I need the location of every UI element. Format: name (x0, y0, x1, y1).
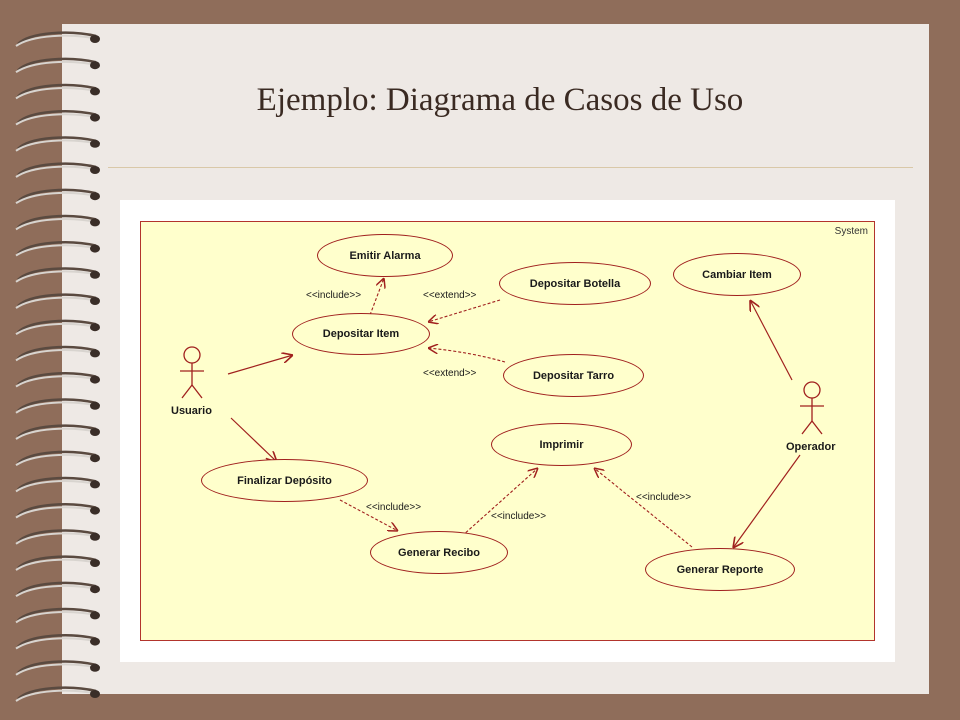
spiral-ring (15, 83, 100, 100)
use-case-finalizar-deposito: Finalizar Depósito (201, 459, 368, 502)
spiral-ring (15, 660, 100, 676)
spiral-ring (15, 503, 100, 519)
spiral-ring (15, 136, 100, 152)
actor-usuario-figure (180, 346, 204, 399)
use-case-label: Depositar Botella (529, 277, 621, 290)
spiral-ring (15, 450, 100, 467)
spiral-ring (15, 214, 100, 231)
spiral-ring (15, 293, 100, 309)
label-include-recibo: <<include>> (366, 502, 422, 513)
include-line-alarma (369, 278, 384, 316)
spiral-ring (15, 398, 100, 414)
spiral-ring (15, 162, 100, 178)
label-include-imprimir-reporte: <<include>> (636, 492, 692, 503)
assoc-operador-generar-reporte (733, 454, 801, 548)
spiral-ring (15, 345, 100, 362)
assoc-usuario-finalizar-deposito (230, 417, 277, 462)
use-case-imprimir: Imprimir (491, 423, 632, 466)
label-extend-botella: <<extend>> (423, 290, 477, 301)
extend-line-botella (428, 299, 501, 322)
assoc-usuario-depositar-item (227, 355, 293, 375)
use-case-depositar-botella: Depositar Botella (499, 262, 651, 305)
spiral-ring (15, 555, 100, 571)
spiral-ring (15, 607, 100, 624)
actor-usuario-label: Usuario (171, 405, 212, 417)
use-case-depositar-tarro: Depositar Tarro (503, 354, 644, 397)
system-label: System (834, 226, 868, 237)
use-case-label: Emitir Alarma (349, 249, 421, 262)
spiral-binding (15, 31, 100, 702)
spiral-ring (15, 529, 100, 545)
use-case-depositar-item: Depositar Item (292, 313, 430, 355)
include-line-imprimir-reporte (594, 468, 693, 548)
spiral-ring (15, 110, 100, 126)
use-case-label: Generar Reporte (676, 563, 764, 576)
label-include-alarma: <<include>> (306, 290, 362, 301)
spiral-ring (15, 241, 100, 257)
include-line-recibo (339, 499, 398, 531)
actor-operador-label: Operador (786, 441, 836, 453)
use-case-generar-reporte: Generar Reporte (645, 548, 795, 591)
spiral-ring (15, 581, 100, 598)
use-case-label: Imprimir (539, 438, 584, 451)
use-case-cambiar-item: Cambiar Item (673, 253, 801, 296)
spiral-ring (15, 686, 100, 702)
use-case-emitir-alarma: Emitir Alarma (317, 234, 453, 277)
spiral-ring (15, 424, 100, 440)
include-line-imprimir-recibo (461, 468, 538, 537)
use-case-generar-recibo: Generar Recibo (370, 531, 508, 574)
label-include-imprimir-recibo: <<include>> (491, 511, 547, 522)
label-extend-tarro: <<extend>> (423, 368, 477, 379)
spiral-ring (15, 267, 100, 283)
spiral-ring (15, 31, 100, 47)
use-case-label: Generar Recibo (398, 546, 480, 559)
use-case-label: Depositar Tarro (532, 369, 615, 382)
spiral-ring (15, 634, 100, 650)
use-case-label: Finalizar Depósito (237, 474, 332, 487)
actor-operador-figure (800, 381, 824, 435)
use-case-label: Depositar Item (322, 328, 400, 340)
assoc-operador-cambiar-item (750, 300, 793, 381)
spiral-ring (15, 188, 100, 205)
spiral-ring (15, 476, 100, 493)
spiral-ring (15, 57, 100, 74)
title-divider (108, 167, 913, 168)
spiral-ring (15, 319, 100, 336)
use-case-label: Cambiar Item (702, 268, 772, 281)
slide-title: Ejemplo: Diagrama de Casos de Uso (256, 82, 744, 118)
extend-line-tarro (428, 348, 506, 363)
spiral-ring (15, 372, 100, 388)
